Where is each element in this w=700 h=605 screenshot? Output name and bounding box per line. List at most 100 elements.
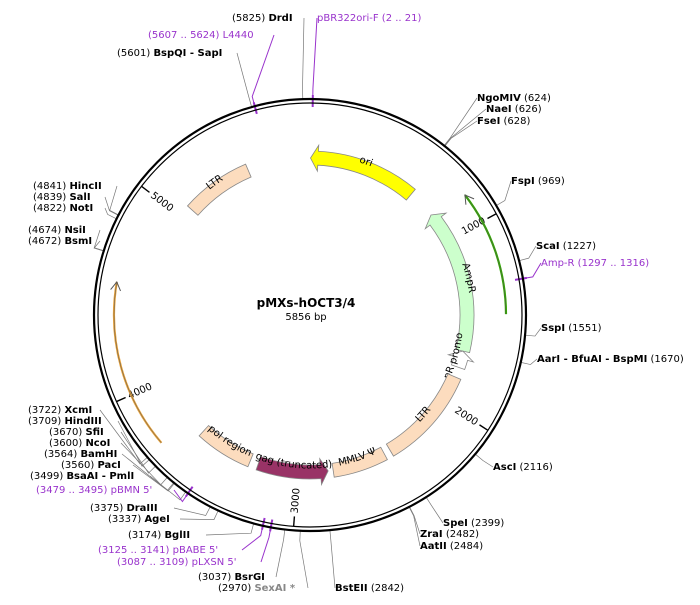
site-position: (1227) bbox=[560, 241, 597, 252]
site-bsaai-pmli[interactable]: (3499) BsaAI - PmlI bbox=[30, 471, 134, 482]
site-position: (2970) bbox=[218, 583, 254, 594]
site-draiii[interactable]: (3375) DraIII bbox=[90, 503, 158, 514]
site-hindiii[interactable]: (3709) HindIII bbox=[28, 416, 102, 427]
feature-label-ori: ori bbox=[358, 155, 374, 170]
site-asci[interactable]: AscI (2116) bbox=[493, 462, 553, 473]
primer-l4440[interactable]: (5607 .. 5624) L4440 bbox=[148, 30, 254, 41]
primer-bind-mark bbox=[269, 519, 274, 532]
site-bsrgi[interactable]: (3037) BsrGI bbox=[198, 572, 265, 583]
feature-pol-region[interactable] bbox=[198, 424, 254, 468]
site-bamhi[interactable]: (3564) BamHI bbox=[44, 449, 117, 460]
site-paci[interactable]: (3560) PacI bbox=[61, 460, 121, 471]
site-zrai[interactable]: ZraI (2482) bbox=[420, 529, 479, 540]
site-bsteii[interactable]: BstEII (2842) bbox=[335, 583, 404, 594]
primer-text: pLXSN 5' bbox=[192, 557, 237, 568]
site-leader-line bbox=[93, 229, 105, 252]
site-sali[interactable]: (4839) SalI bbox=[33, 192, 91, 203]
backbone-outer bbox=[92, 97, 528, 533]
site-fsei[interactable]: FseI (628) bbox=[477, 116, 530, 127]
primer-text: Amp-R bbox=[541, 258, 575, 269]
primer-leader-line bbox=[260, 528, 272, 563]
site-bspqi-sapi[interactable]: (5601) BspQI - SapI bbox=[117, 48, 222, 59]
site-sfii[interactable]: (3670) SfiI bbox=[49, 427, 104, 438]
site-position: (5825) bbox=[232, 13, 268, 24]
site-position: (3337) bbox=[108, 514, 144, 525]
site-leader-line bbox=[275, 528, 286, 578]
site-bglii[interactable]: (3174) BglII bbox=[128, 530, 190, 541]
primer-text: L4440 bbox=[223, 30, 254, 41]
primer-pbmn-5[interactable]: (3479 .. 3495) pBMN 5' bbox=[36, 485, 152, 496]
site-leader-line bbox=[179, 509, 219, 520]
site-aatii[interactable]: AatII (2484) bbox=[420, 541, 483, 552]
site-name: SalI bbox=[69, 192, 90, 203]
site-spei[interactable]: SpeI (2399) bbox=[443, 518, 504, 529]
site-leader-line bbox=[329, 529, 336, 589]
green-arc-arrowhead bbox=[464, 194, 475, 205]
site-xcmi[interactable]: (3722) XcmI bbox=[28, 405, 92, 416]
tick-mark bbox=[116, 396, 126, 403]
site-position: (2482) bbox=[443, 529, 480, 540]
feature-ltr-left[interactable] bbox=[186, 163, 252, 216]
site-noti[interactable]: (4822) NotI bbox=[33, 203, 93, 214]
tick-label: 2000 bbox=[452, 405, 479, 428]
site-leader-line bbox=[121, 453, 175, 491]
primer-leader-line bbox=[173, 489, 188, 503]
primer-plxsn-5[interactable]: (3087 .. 3109) pLXSN 5' bbox=[117, 557, 237, 568]
site-sspi[interactable]: SspI (1551) bbox=[541, 323, 602, 334]
site-position: (3722) bbox=[28, 405, 64, 416]
tick-mark bbox=[292, 516, 296, 527]
site-name: FseI bbox=[477, 116, 500, 127]
site-position: (624) bbox=[521, 93, 551, 104]
site-ncoi[interactable]: (3600) NcoI bbox=[49, 438, 110, 449]
green-arc-core bbox=[464, 194, 507, 315]
site-position: (2842) bbox=[368, 583, 405, 594]
site-position: (3174) bbox=[128, 530, 164, 541]
primer-amp-r[interactable]: Amp-R (1297 .. 1316) bbox=[541, 258, 649, 269]
site-leader-line bbox=[173, 505, 212, 516]
primer-bind-mark bbox=[514, 276, 528, 281]
primer-pbabe-5[interactable]: (3125 .. 3141) pBABE 5' bbox=[98, 545, 218, 556]
site-name: NcoI bbox=[85, 438, 110, 449]
site-position: (969) bbox=[535, 176, 565, 187]
primer-pbr322ori-f[interactable]: pBR322ori-F (2 .. 21) bbox=[317, 13, 422, 24]
tick-mark bbox=[487, 213, 497, 220]
feature-ampr-promoter[interactable] bbox=[446, 350, 475, 371]
site-position: (3560) bbox=[61, 460, 97, 471]
site-nsii[interactable]: (4674) NsiI bbox=[28, 225, 86, 236]
feature-ltr-right[interactable] bbox=[385, 373, 462, 457]
site-name: BamHI bbox=[80, 449, 117, 460]
site-leader-line bbox=[302, 17, 305, 101]
site-name: BsaAI - PmlI bbox=[66, 471, 134, 482]
feature-ampr[interactable] bbox=[424, 212, 475, 354]
site-aari-bfuai-bspmi[interactable]: AarI - BfuAI - BspMI (1670) bbox=[537, 354, 684, 365]
site-scai[interactable]: ScaI (1227) bbox=[536, 241, 596, 252]
feature-mmlv-psi[interactable] bbox=[331, 446, 388, 478]
primer-range: (3125 .. 3141) bbox=[98, 545, 173, 556]
site-position: (3709) bbox=[28, 416, 64, 427]
site-hincii[interactable]: (4841) HincII bbox=[33, 181, 102, 192]
primer-text: pBR322ori-F bbox=[317, 13, 379, 24]
primer-range: (1297 .. 1316) bbox=[575, 258, 650, 269]
primer-text: pBABE 5' bbox=[173, 545, 219, 556]
site-fspi[interactable]: FspI (969) bbox=[511, 176, 565, 187]
site-name: FspI bbox=[511, 176, 535, 187]
feature-gag[interactable] bbox=[255, 456, 329, 487]
site-name: NaeI bbox=[486, 104, 512, 115]
site-agei[interactable]: (3337) AgeI bbox=[108, 514, 170, 525]
plasmid-length: 5856 bp bbox=[285, 312, 326, 323]
feature-ori[interactable] bbox=[310, 143, 416, 201]
site-name: AatII bbox=[420, 541, 447, 552]
site-leader-line bbox=[117, 420, 151, 467]
site-drdi[interactable]: (5825) DrdI bbox=[232, 13, 293, 24]
site-ngomiv[interactable]: NgoMIV (624) bbox=[477, 93, 551, 104]
site-name: AscI bbox=[493, 462, 516, 473]
site-position: (4839) bbox=[33, 192, 69, 203]
site-position: (2484) bbox=[447, 541, 484, 552]
site-naei[interactable]: NaeI (626) bbox=[486, 104, 542, 115]
site-sexai[interactable]: (2970) SexAI * bbox=[218, 583, 296, 594]
site-name: BglII bbox=[164, 530, 190, 541]
site-position: (4841) bbox=[33, 181, 69, 192]
site-leader-line bbox=[120, 442, 169, 486]
site-bsmi[interactable]: (4672) BsmI bbox=[28, 236, 92, 247]
site-position: (3375) bbox=[90, 503, 126, 514]
